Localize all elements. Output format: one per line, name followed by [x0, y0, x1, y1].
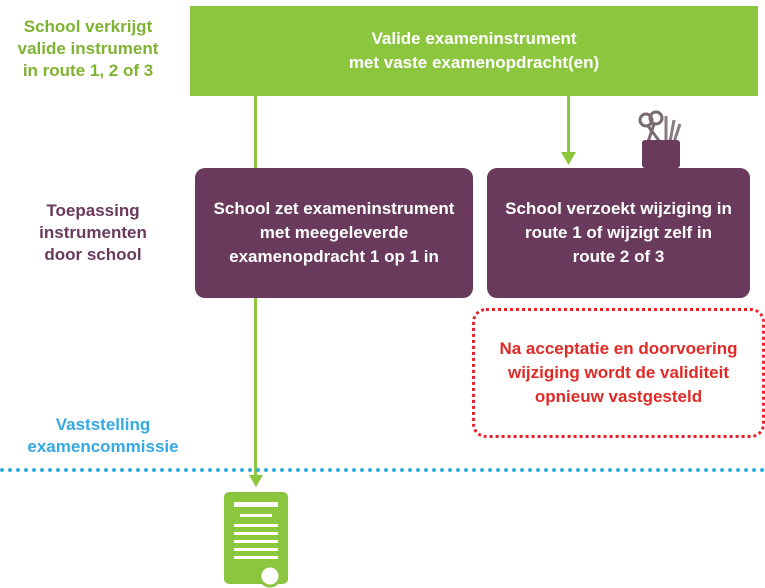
document-certificate-icon: [224, 492, 288, 588]
vaststelling-label: Vaststelling examencommissie: [27, 415, 179, 456]
connector-left-top: [254, 96, 257, 168]
separator-line: [0, 468, 765, 472]
connector-right-top: [567, 96, 570, 156]
toepassing-label: Toepassing instrumenten door school: [39, 201, 147, 264]
scissors-cup-icon: [638, 110, 682, 168]
box-school-zet-in: School zet exameninstrument met meegelev…: [195, 168, 473, 298]
arrowhead-right: [561, 152, 576, 165]
arrowhead-bottom: [249, 475, 263, 487]
route-label: School verkrijgt valide instrument in ro…: [17, 17, 159, 80]
note-validiteit-box: Na acceptatie en doorvoering wijziging w…: [472, 308, 765, 438]
top-box-valide-instrument: Valide exameninstrument met vaste examen…: [190, 6, 758, 96]
connector-left-bottom: [254, 298, 257, 478]
box-school-verzoekt-wijziging: School verzoekt wijziging in route 1 of …: [487, 168, 750, 298]
